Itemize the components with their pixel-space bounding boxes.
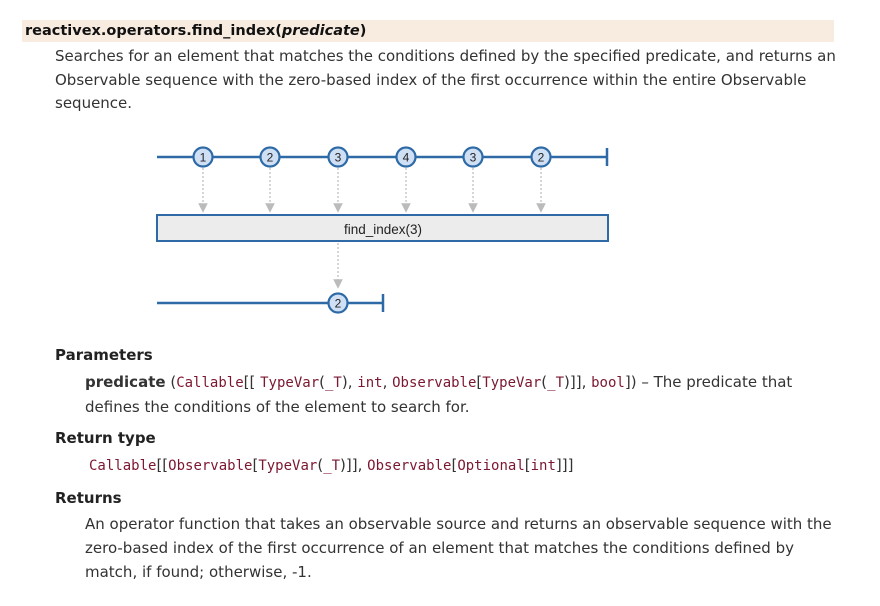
input-marble-6: 2 [530, 146, 552, 168]
function-signature: reactivex.operators.find_index(predicate… [22, 20, 834, 42]
param-description: The predicate that defines the condition… [85, 373, 793, 416]
rt-t: _T [323, 458, 341, 474]
rt-observable: Observable [168, 458, 253, 474]
rt-optional: Optional [457, 458, 525, 474]
returns-heading: Returns [55, 489, 122, 507]
rt-observable-2: Observable [367, 458, 452, 474]
input-marble-4-label: 4 [403, 151, 410, 165]
operator-box [156, 214, 609, 242]
type-observable: Observable [392, 375, 477, 391]
operator-label: find_index(3) [344, 222, 422, 237]
parameters-heading: Parameters [55, 346, 153, 364]
return-type-value: Callable[[Observable[TypeVar(_T)]], Obse… [89, 456, 574, 474]
input-marble-5: 3 [462, 146, 484, 168]
rt-callable: Callable [89, 458, 157, 474]
input-marble-2: 2 [259, 146, 281, 168]
type-bool: bool [591, 375, 625, 391]
signature-param: predicate [281, 23, 360, 39]
type-t: _T [325, 375, 342, 391]
rt-int: int [530, 458, 556, 474]
param-name: predicate [85, 373, 166, 391]
input-marble-3: 3 [327, 146, 349, 168]
returns-text: An operator function that takes an obser… [85, 515, 832, 581]
input-marble-3-label: 3 [335, 151, 342, 165]
output-marble-1-label: 2 [335, 297, 342, 311]
marble-diagram: 1 2 3 4 3 2 find_index(3) 2 [156, 146, 609, 314]
input-marble-4: 4 [395, 146, 417, 168]
parameter-entry: predicate (Callable[[ TypeVar(_T), int, … [85, 373, 793, 416]
input-marble-6-label: 2 [538, 151, 545, 165]
input-marble-5-label: 3 [470, 151, 477, 165]
input-marble-2-label: 2 [267, 151, 274, 165]
type-int: int [357, 375, 383, 391]
input-marble-1: 1 [192, 146, 214, 168]
rt-typevar: TypeVar [258, 458, 318, 474]
output-marble-1: 2 [327, 292, 349, 314]
type-typevar-2: TypeVar [482, 375, 542, 391]
input-marble-1-label: 1 [200, 151, 207, 165]
type-t-2: _T [547, 375, 565, 391]
return-type-heading: Return type [55, 429, 156, 447]
type-callable: Callable [176, 375, 244, 391]
function-name: reactivex.operators.find_index( [25, 23, 282, 39]
function-description: Searches for an element that matches the… [55, 47, 836, 112]
signature-close: ) [359, 23, 367, 39]
type-typevar: TypeVar [260, 375, 320, 391]
